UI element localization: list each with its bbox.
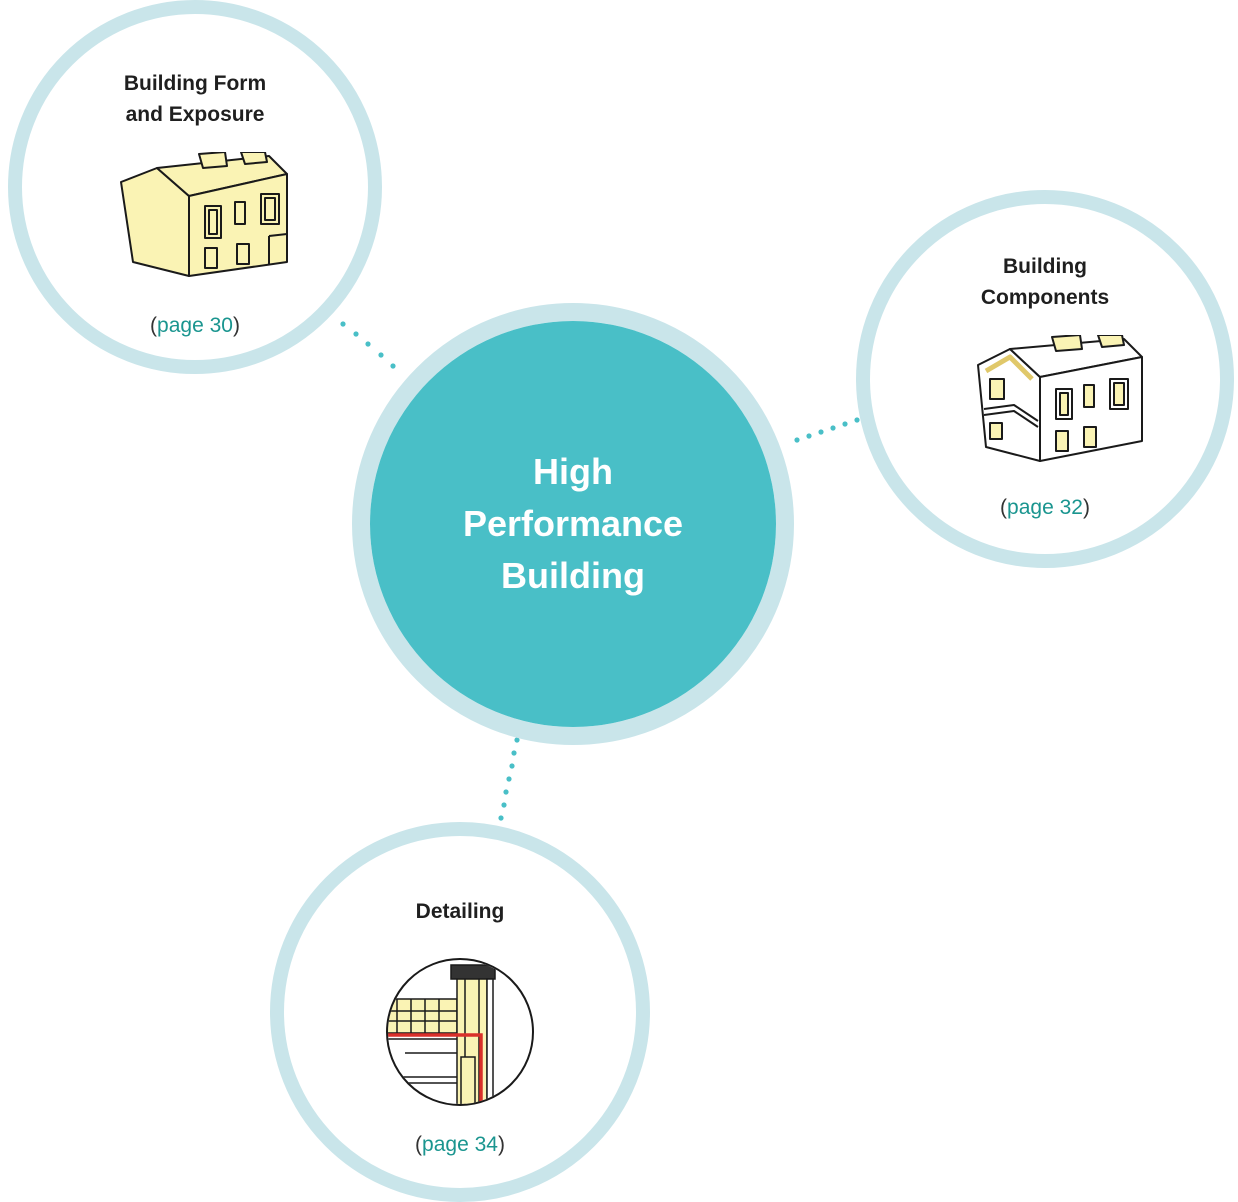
page-reference: (page 30)	[22, 314, 368, 338]
paren-open: (	[150, 314, 158, 337]
node-title: Building Form and Exposure	[123, 72, 267, 126]
connector-components	[794, 417, 860, 443]
construction-detail-icon	[386, 958, 534, 1106]
hub-circle: High Performance Building	[352, 303, 794, 745]
node-title: Building Components	[980, 255, 1110, 309]
node-detailing: Detailing	[270, 822, 650, 1202]
page-reference: (page 32)	[870, 496, 1220, 520]
paren-close: )	[1082, 496, 1090, 519]
paren-close: )	[232, 314, 240, 337]
node-building-form: Building Form and Exposure (page 30)	[8, 0, 382, 374]
node-building-components: Building Components (page 32)	[856, 190, 1234, 568]
page-reference: (page 34)	[284, 1133, 636, 1157]
page-link[interactable]: page 34	[422, 1133, 498, 1156]
paren-open: (	[1000, 496, 1008, 519]
page-link[interactable]: page 32	[1007, 496, 1083, 519]
house-exterior-icon	[120, 152, 288, 277]
house-components-icon	[977, 335, 1143, 462]
connector-detailing	[498, 737, 520, 821]
hub-fill: High Performance Building	[370, 321, 776, 727]
node-title: Detailing	[415, 900, 505, 923]
hub-title: High Performance Building	[462, 451, 684, 596]
page-link[interactable]: page 30	[157, 314, 233, 337]
paren-close: )	[497, 1133, 505, 1156]
paren-open: (	[415, 1133, 423, 1156]
